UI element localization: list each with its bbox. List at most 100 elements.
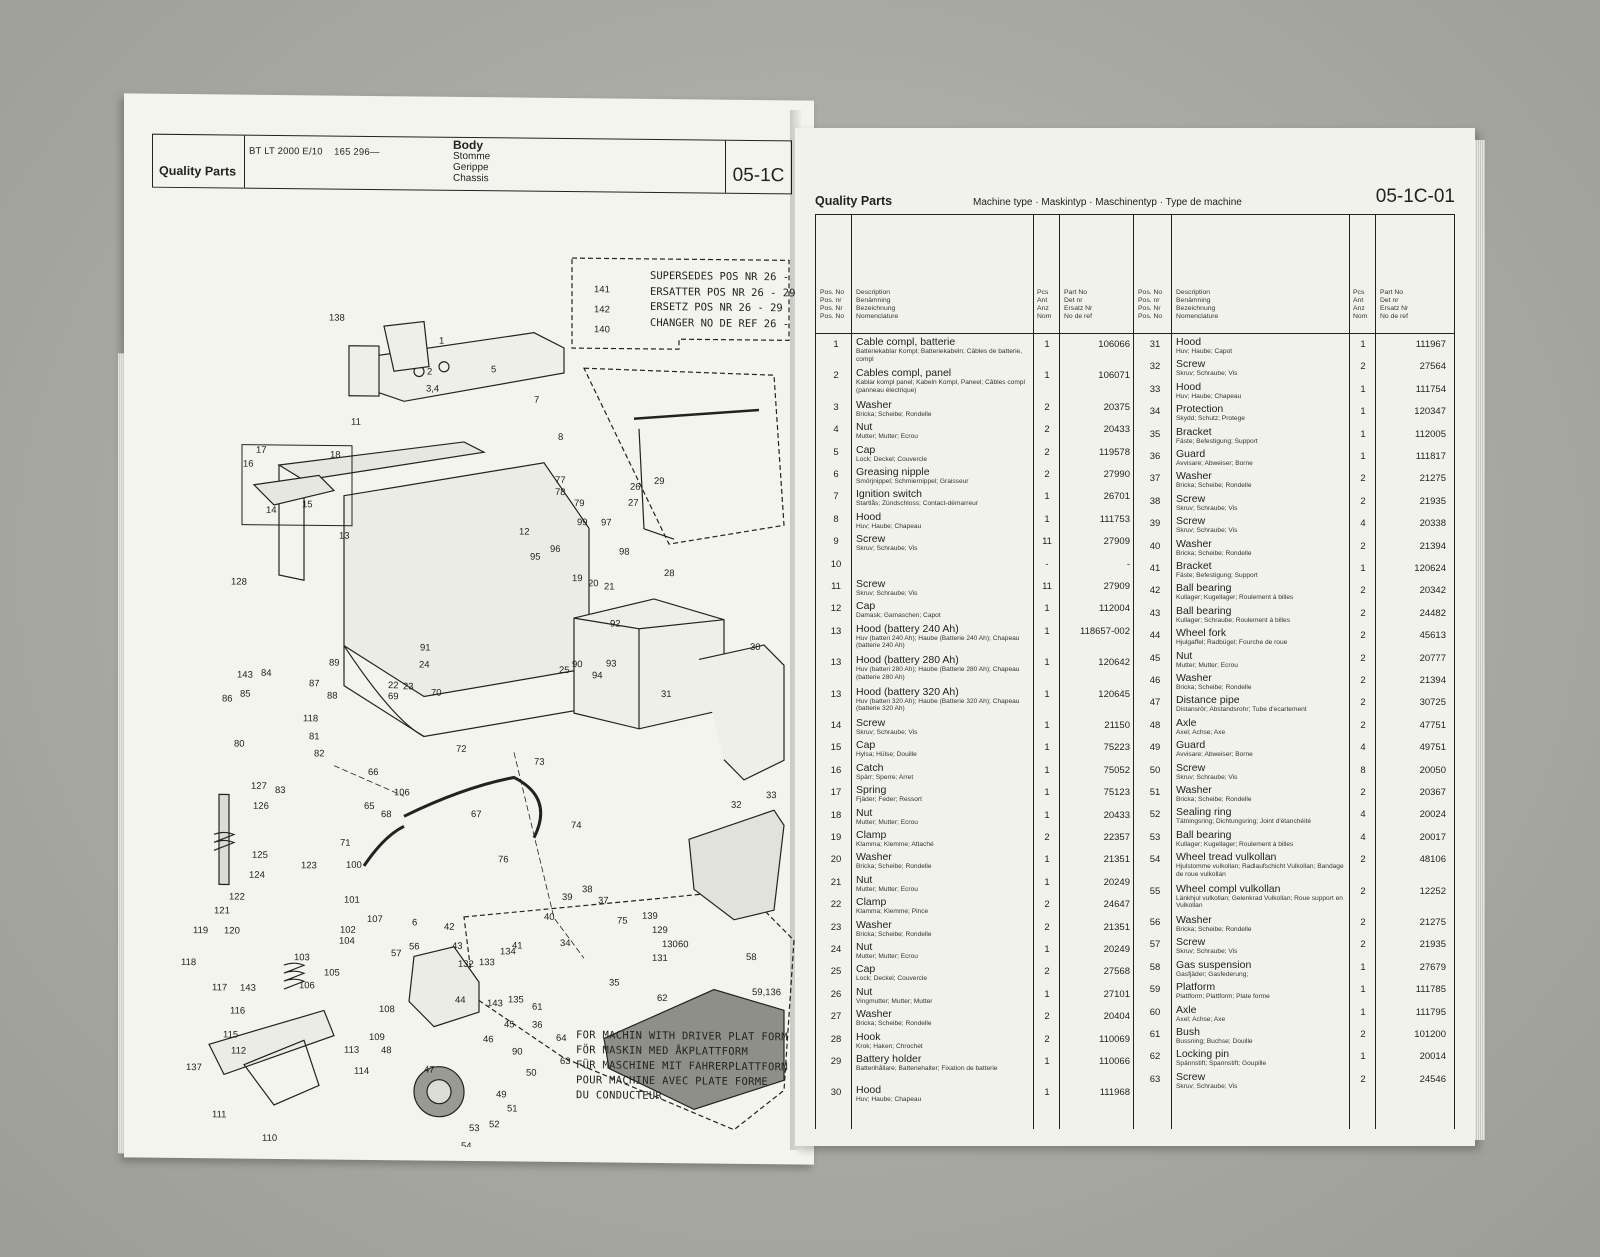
description-en: Screw bbox=[1176, 358, 1206, 371]
col-desc-2 bbox=[1172, 215, 1350, 1129]
svg-text:80: 80 bbox=[234, 739, 245, 750]
svg-text:92: 92 bbox=[610, 618, 621, 629]
svg-text:8: 8 bbox=[558, 432, 563, 443]
description-translations: Bricka; Scheibe; Rondelle bbox=[1176, 926, 1252, 933]
quantity: 2 bbox=[1360, 540, 1366, 552]
svg-text:35: 35 bbox=[609, 977, 620, 988]
svg-text:123: 123 bbox=[301, 860, 317, 871]
description-translations: Avvisare; Abweiser; Borne bbox=[1176, 751, 1253, 759]
svg-text:3,4: 3,4 bbox=[426, 384, 439, 395]
svg-text:83: 83 bbox=[275, 785, 286, 796]
part-number: 20777 bbox=[1419, 652, 1446, 664]
part-number: 111754 bbox=[1415, 383, 1446, 395]
quantity: 1 bbox=[1360, 406, 1366, 418]
quantity: 1 bbox=[1044, 988, 1050, 1000]
description-translations: Skruv; Schraube; Vis bbox=[1176, 370, 1238, 378]
svg-text:143: 143 bbox=[237, 670, 253, 681]
part-description: Hood (battery 320 Ah)Huv (batteri 320 Ah… bbox=[856, 686, 1031, 713]
machine-type-label: Machine type · Maskintyp · Maschinentyp … bbox=[973, 197, 1242, 208]
svg-text:16: 16 bbox=[243, 459, 254, 470]
part-number: 21351 bbox=[1103, 921, 1130, 933]
quantity: 1 bbox=[1360, 383, 1366, 395]
part-number: 20338 bbox=[1419, 518, 1446, 530]
part-number: 21935 bbox=[1419, 939, 1446, 951]
description-en: Cap bbox=[856, 963, 876, 976]
svg-text:43: 43 bbox=[452, 941, 463, 952]
part-number: 20433 bbox=[1103, 809, 1130, 821]
quantity: 1 bbox=[1044, 513, 1050, 525]
quantity: 2 bbox=[1360, 1073, 1366, 1085]
svg-text:131: 131 bbox=[652, 953, 668, 964]
parts-table: Pos. No Pos. nr Pos. Nr Pos. No Descript… bbox=[815, 214, 1455, 1129]
pos-number: 44 bbox=[1149, 630, 1161, 642]
description-en: Spring bbox=[856, 784, 887, 797]
pos-number: 21 bbox=[830, 876, 842, 888]
pos-number: 56 bbox=[1149, 917, 1161, 928]
svg-text:79: 79 bbox=[574, 498, 585, 509]
pos-number: 48 bbox=[1149, 719, 1161, 731]
svg-text:71: 71 bbox=[340, 838, 351, 849]
description-en: Gas suspension bbox=[1176, 958, 1252, 971]
page-edge bbox=[118, 353, 124, 1154]
svg-text:69: 69 bbox=[388, 691, 399, 702]
pos-number: 26 bbox=[830, 988, 842, 1000]
svg-text:127: 127 bbox=[251, 781, 267, 792]
part-number: 26701 bbox=[1103, 491, 1130, 503]
description-translations: Spärr; Sperre; Arret bbox=[856, 773, 914, 781]
svg-text:100: 100 bbox=[346, 860, 362, 871]
svg-text:111: 111 bbox=[212, 1109, 226, 1120]
pos-number: 6 bbox=[833, 469, 839, 480]
table-row: 10-- bbox=[816, 557, 1456, 580]
description-translations: Skruv; Schraube; Vis bbox=[1176, 527, 1238, 535]
description-translations: Fäste; Befestigung; Support bbox=[1176, 437, 1258, 445]
svg-text:67: 67 bbox=[471, 809, 482, 820]
part-number: 111968 bbox=[1099, 1087, 1130, 1099]
description-en: Screw bbox=[856, 533, 886, 546]
description-translations: Bricka; Scheibe; Rondelle bbox=[1176, 684, 1252, 691]
svg-text:29: 29 bbox=[654, 476, 665, 487]
quantity: 2 bbox=[1044, 469, 1050, 480]
pos-number: 30 bbox=[830, 1087, 842, 1099]
description-translations: Skydd; Schutz; Protege bbox=[1176, 415, 1245, 423]
description-en: Locking pin bbox=[1176, 1048, 1230, 1061]
pos-number: 34 bbox=[1149, 406, 1161, 418]
description-translations: Tätningsring; Dichtungsring; Joint d'éta… bbox=[1176, 818, 1312, 826]
description-translations: Fjäder; Feder; Ressort bbox=[856, 796, 922, 804]
svg-text:85: 85 bbox=[240, 689, 251, 700]
description-translations: Axel; Achse; Axe bbox=[1176, 1015, 1226, 1023]
quantity: 1 bbox=[1044, 809, 1050, 821]
svg-text:51: 51 bbox=[507, 1103, 518, 1114]
quantity: 4 bbox=[1360, 518, 1366, 530]
svg-text:72: 72 bbox=[456, 744, 467, 755]
part-number: 110069 bbox=[1099, 1033, 1130, 1045]
left-page: Quality Parts BT LT 2000 E/10 165 296— B… bbox=[118, 93, 814, 1165]
part-number: 120624 bbox=[1414, 563, 1446, 574]
pos-number: 12 bbox=[830, 603, 842, 615]
svg-text:122: 122 bbox=[229, 891, 245, 902]
quantity: 1 bbox=[1044, 603, 1050, 615]
part-number: 106066 bbox=[1098, 339, 1130, 350]
part-number: 112004 bbox=[1099, 603, 1130, 615]
description-en: Nut bbox=[856, 421, 873, 434]
pos-number: 2 bbox=[833, 370, 839, 382]
description-en: Screw bbox=[1176, 515, 1206, 528]
description-translations: Hjulstomme vulkollan; Radlaufschicht Vul… bbox=[1176, 863, 1344, 878]
description-en: Distance pipe bbox=[1176, 694, 1240, 707]
description-en: Screw bbox=[1176, 761, 1206, 774]
pos-number: 29 bbox=[830, 1056, 842, 1067]
part-number: 21935 bbox=[1419, 495, 1446, 507]
svg-text:78: 78 bbox=[555, 487, 566, 498]
